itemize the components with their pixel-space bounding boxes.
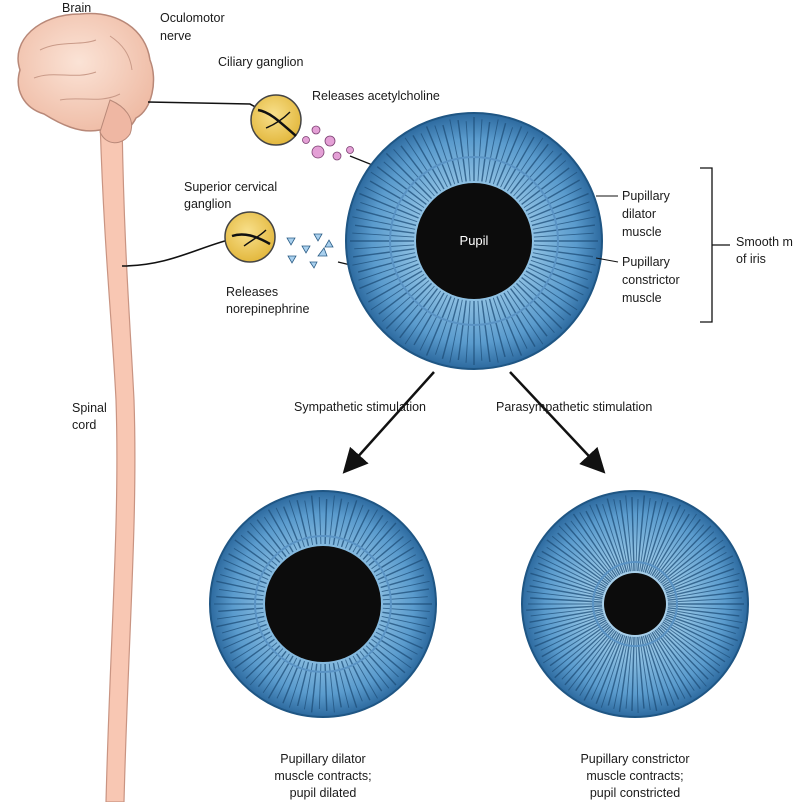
constrictor-label-3: muscle [622, 291, 662, 305]
oculomotor-label-2: nerve [160, 29, 191, 43]
ganglion-illustration [225, 212, 275, 262]
oculomotor-label-1: Oculomotor [160, 11, 225, 25]
superior-cervical-label-1: Superior cervical [184, 180, 277, 194]
constricted-caption-2: muscle contracts; [586, 769, 683, 783]
acetylcholine-molecules [303, 126, 354, 160]
parasympathetic-arrow [510, 372, 602, 470]
dilated-caption-2: muscle contracts; [274, 769, 371, 783]
brain-label: Brain [62, 1, 91, 15]
dilated-caption-3: pupil dilated [290, 786, 357, 800]
dilated-iris [210, 491, 436, 717]
superior-cervical-label-2: ganglion [184, 197, 231, 211]
spinal-cord-label-1: Spinal [72, 401, 107, 415]
smooth-muscle-bracket [700, 168, 730, 322]
ciliary-ganglion-label: Ciliary ganglion [218, 55, 304, 69]
smooth-muscle-label-1: Smooth m [736, 235, 793, 249]
pupil-label: Pupil [460, 233, 489, 248]
smooth-muscle-label-2: of iris [736, 252, 766, 266]
sympathetic-nerve [122, 238, 236, 266]
sympathetic-label: Sympathetic stimulation [294, 400, 426, 414]
ganglion-illustration [251, 95, 301, 145]
spinal-cord [100, 120, 135, 802]
dilator-label-3: muscle [622, 225, 662, 239]
dilated-caption-1: Pupillary dilator [280, 752, 365, 766]
constrictor-label-2: constrictor [622, 273, 680, 287]
sympathetic-arrow [346, 372, 434, 470]
dilator-label-1: Pupillary [622, 189, 671, 203]
constricted-iris [522, 491, 748, 717]
dilator-label-2: dilator [622, 207, 656, 221]
constricted-pupil [604, 573, 666, 635]
acetylcholine-label: Releases acetylcholine [312, 89, 440, 103]
constrictor-label-1: Pupillary [622, 255, 671, 269]
norepinephrine-label-1: Releases [226, 285, 278, 299]
dilated-pupil [265, 546, 381, 662]
brain-illustration [18, 13, 153, 142]
norepinephrine-molecules [287, 234, 333, 268]
constricted-caption-3: pupil constricted [590, 786, 680, 800]
constricted-caption-1: Pupillary constrictor [580, 752, 689, 766]
parasympathetic-label: Parasympathetic stimulation [496, 400, 652, 414]
norepinephrine-label-2: norepinephrine [226, 302, 309, 316]
spinal-cord-label-2: cord [72, 418, 96, 432]
main-iris: Pupil [346, 113, 602, 369]
